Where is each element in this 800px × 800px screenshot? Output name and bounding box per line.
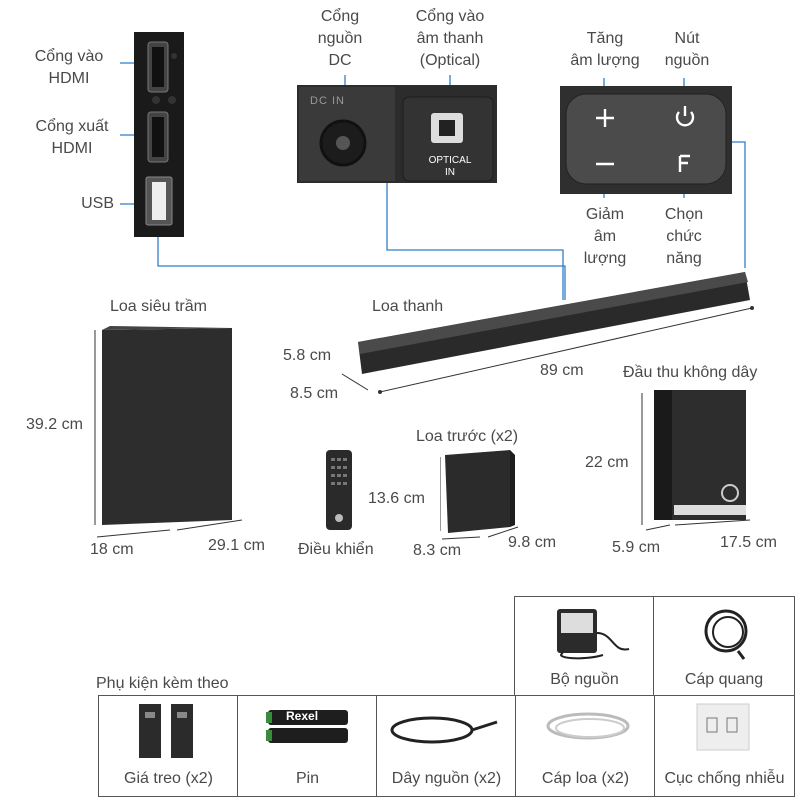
soundbar-height: 5.8 cm: [283, 347, 332, 364]
battery-icon: [266, 710, 348, 743]
accessory-label: Cáp loa (x2): [541, 770, 630, 787]
subwoofer-height: 39.2 cm: [26, 416, 83, 433]
rear-panel-ports: [134, 32, 184, 237]
receiver-depth: 17.5 cm: [720, 534, 777, 551]
optical-cable-icon: [704, 609, 748, 660]
accessory-wall-bracket: Giá treo (x2): [98, 695, 239, 797]
ferrite-core-icon: [696, 703, 750, 751]
accessory-label: Dây nguồn (x2): [391, 770, 502, 787]
accessory-optical-cable: Cáp quang: [653, 596, 795, 697]
front-speaker-illustration: [440, 450, 519, 540]
remote-name: Điều khiển: [298, 541, 374, 558]
dc-optical-panel: [297, 85, 497, 183]
receiver-height: 22 cm: [585, 454, 629, 471]
front-speaker-name: Loa trước (x2): [416, 428, 519, 445]
soundbar-width: 89 cm: [540, 362, 584, 379]
soundbar-illustration: [341, 272, 754, 394]
accessory-power-adapter: Bộ nguồn: [514, 596, 655, 697]
accessory-label: Giá treo (x2): [124, 770, 213, 787]
dc-in-print: DC IN: [310, 95, 345, 107]
remote-illustration: [326, 450, 352, 530]
front-speaker-height: 13.6 cm: [368, 490, 425, 507]
speaker-cable-icon: [546, 712, 630, 740]
accessory-label: Cáp quang: [684, 671, 764, 688]
accessories-title: Phụ kiện kèm theo: [96, 675, 229, 692]
front-speaker-depth: 9.8 cm: [508, 534, 557, 551]
soundbar-name: Loa thanh: [372, 298, 444, 315]
receiver-illustration: [641, 390, 751, 531]
power-cord-icon: [390, 716, 498, 744]
control-panel: [560, 86, 732, 194]
soundbar-depth: 8.5 cm: [290, 385, 339, 402]
subwoofer-depth: 29.1 cm: [208, 537, 265, 554]
accessory-battery: Rexel Pin: [237, 695, 378, 797]
battery-brand: Rexel: [286, 709, 319, 723]
power-adapter-icon: [557, 609, 630, 660]
receiver-width: 5.9 cm: [612, 539, 661, 556]
subwoofer-illustration: [94, 326, 243, 538]
accessory-label: Cục chống nhiễu: [664, 770, 785, 787]
accessory-label: Bộ nguồn: [550, 671, 619, 688]
usb-label: USB: [81, 195, 114, 212]
subwoofer-name: Loa siêu trầm: [110, 298, 207, 315]
front-speaker-width: 8.3 cm: [413, 542, 462, 559]
accessory-ferrite-core: Cục chống nhiễu: [654, 695, 795, 797]
wall-bracket-icon: [139, 704, 193, 758]
receiver-name: Đầu thu không dây: [623, 364, 758, 381]
subwoofer-width: 18 cm: [90, 541, 134, 558]
accessory-label: Pin: [295, 770, 320, 787]
accessory-speaker-cable: Cáp loa (x2): [515, 695, 656, 797]
accessory-power-cord: Dây nguồn (x2): [376, 695, 517, 797]
